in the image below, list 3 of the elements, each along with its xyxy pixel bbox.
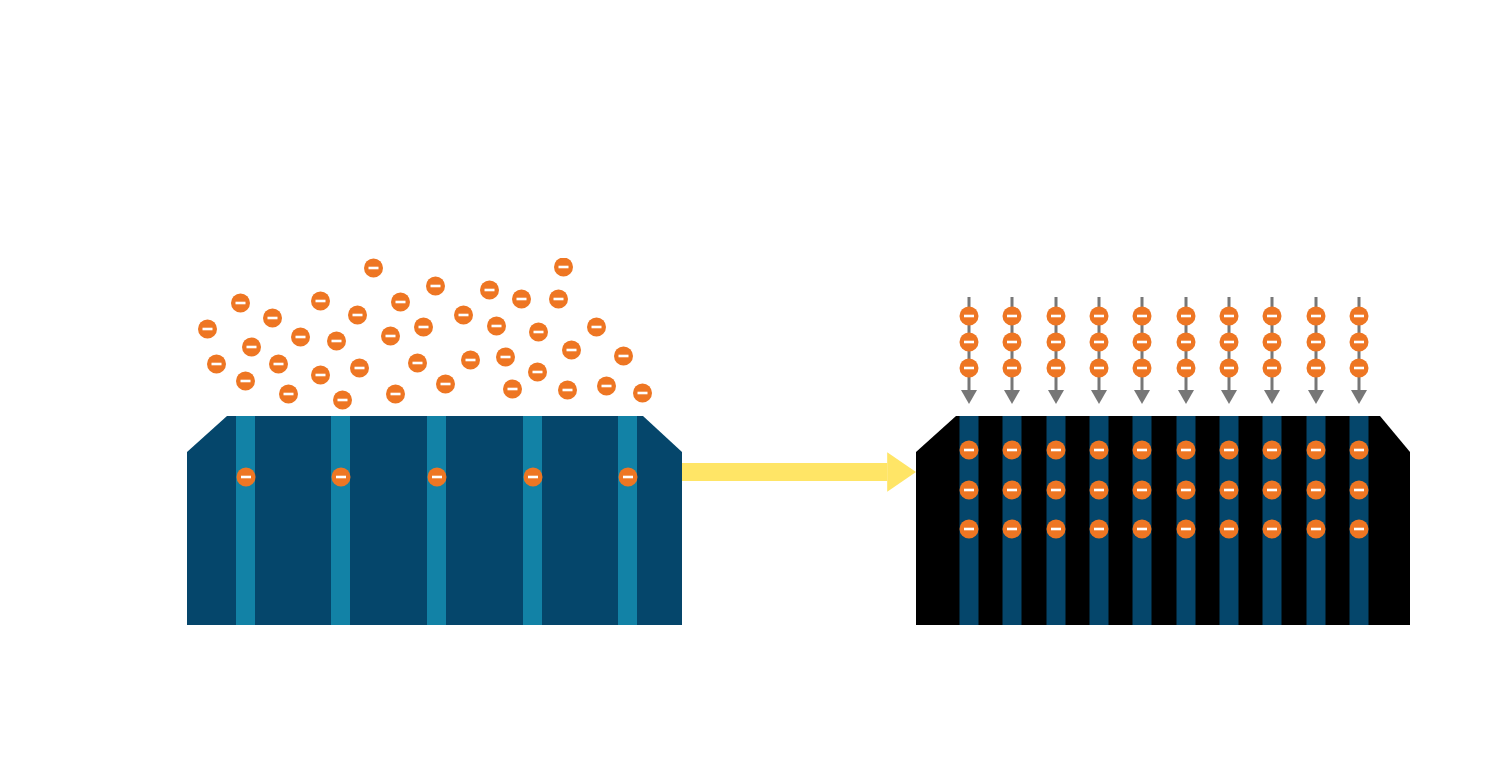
membrane-drawing bbox=[916, 294, 1410, 625]
membrane-drawing bbox=[187, 258, 682, 625]
arrow bbox=[682, 452, 916, 492]
